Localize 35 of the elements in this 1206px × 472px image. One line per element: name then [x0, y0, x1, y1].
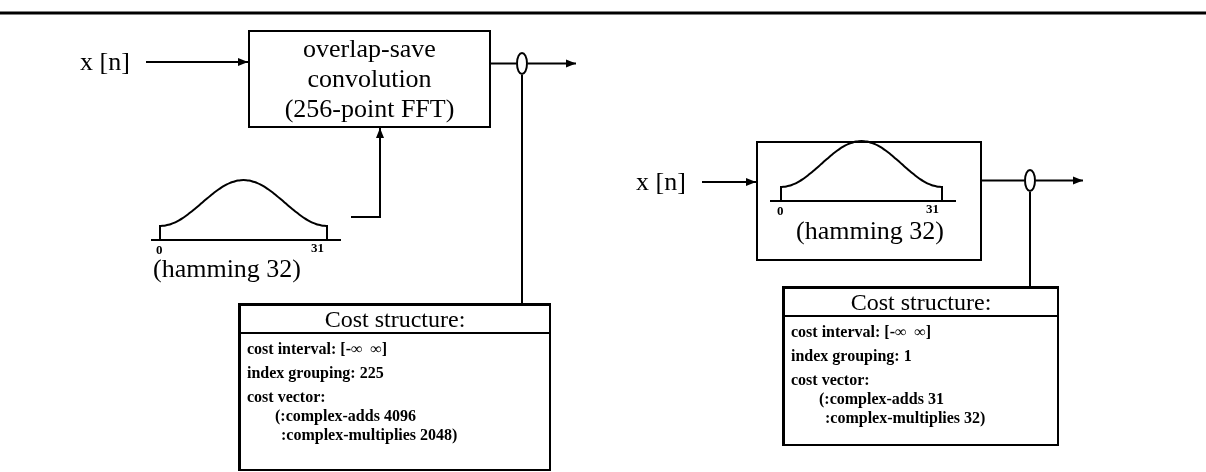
connector-line	[521, 74, 523, 304]
filter-box	[756, 141, 982, 261]
axis-tick-label: 31	[926, 202, 939, 215]
connector-line	[490, 62, 517, 65]
cost-field-text: index grouping: 225	[246, 363, 385, 382]
probe-oval	[1024, 169, 1036, 192]
probe-oval	[516, 52, 528, 75]
cost-field-text: cost interval: [-∞ ∞]	[790, 322, 933, 341]
window-label: (hamming 32)	[153, 256, 302, 282]
connector-line	[981, 179, 1025, 182]
arrow	[527, 59, 577, 68]
cost-field-text: cost vector:	[790, 370, 871, 389]
arrow	[701, 178, 757, 186]
signal-label: x [n]	[636, 168, 696, 196]
cost-field-text: cost interval: [-∞ ∞]	[246, 339, 389, 358]
axis-tick-label: 0	[156, 243, 163, 256]
cost-structure-table	[782, 286, 1059, 446]
arrow	[1035, 176, 1084, 185]
cost-structure-table	[238, 303, 551, 471]
table-heading: Cost structure:	[241, 306, 549, 334]
arrow	[350, 127, 384, 218]
arrow	[145, 58, 249, 66]
cost-field-text: :complex-multiplies 2048)	[280, 425, 459, 444]
cost-field-text: :complex-multiplies 32)	[824, 408, 987, 427]
signal-label: x [n]	[80, 48, 140, 76]
process-box: overlap-save convolution (256-point FFT)	[248, 30, 491, 128]
axis-tick-label: 0	[777, 204, 784, 217]
cost-field-text: cost vector:	[246, 387, 327, 406]
cost-field-text: (:complex-adds 4096	[274, 406, 417, 425]
axis-tick-label: 31	[311, 241, 324, 254]
window-label: (hamming 32)	[796, 218, 945, 244]
cost-field-text: (:complex-adds 31	[818, 389, 945, 408]
cost-field-text: index grouping: 1	[790, 346, 913, 365]
table-heading: Cost structure:	[785, 289, 1057, 317]
connector-line	[1029, 191, 1031, 287]
